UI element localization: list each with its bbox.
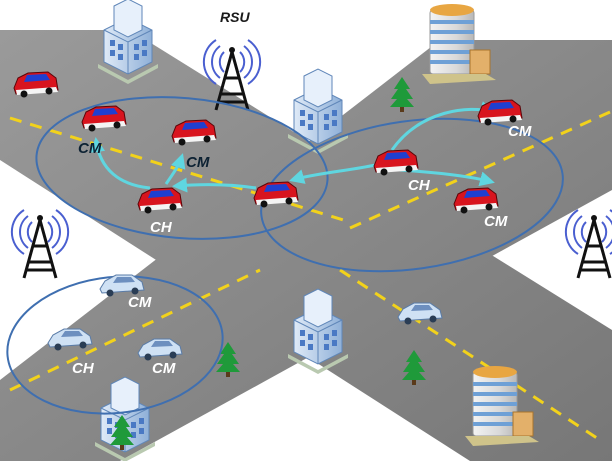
link-arrow — [172, 177, 257, 193]
cluster-3-outline — [6, 275, 224, 415]
rsu-label: RSU — [220, 9, 250, 25]
cluster-1-outline — [35, 96, 329, 240]
ch-label: CH — [72, 360, 95, 377]
cm-label: CM — [508, 123, 532, 140]
link-arrow — [164, 153, 186, 185]
cluster-2-outline — [260, 117, 564, 273]
ch-label: CH — [150, 219, 173, 236]
cm-label: CM — [484, 213, 508, 230]
cm-label: CM — [78, 140, 102, 157]
lane-marking-ne — [349, 110, 611, 230]
lane-marking-sw — [9, 268, 261, 392]
cm-label: CM — [186, 154, 210, 171]
link-arrow — [90, 137, 151, 190]
cm-label: CM — [128, 294, 152, 311]
lane-marking-nw — [9, 116, 351, 224]
cm-label: CM — [152, 360, 176, 377]
lane-marking-se — [339, 268, 601, 442]
ch-label: CH — [408, 177, 431, 194]
cluster-outlines — [6, 96, 564, 415]
